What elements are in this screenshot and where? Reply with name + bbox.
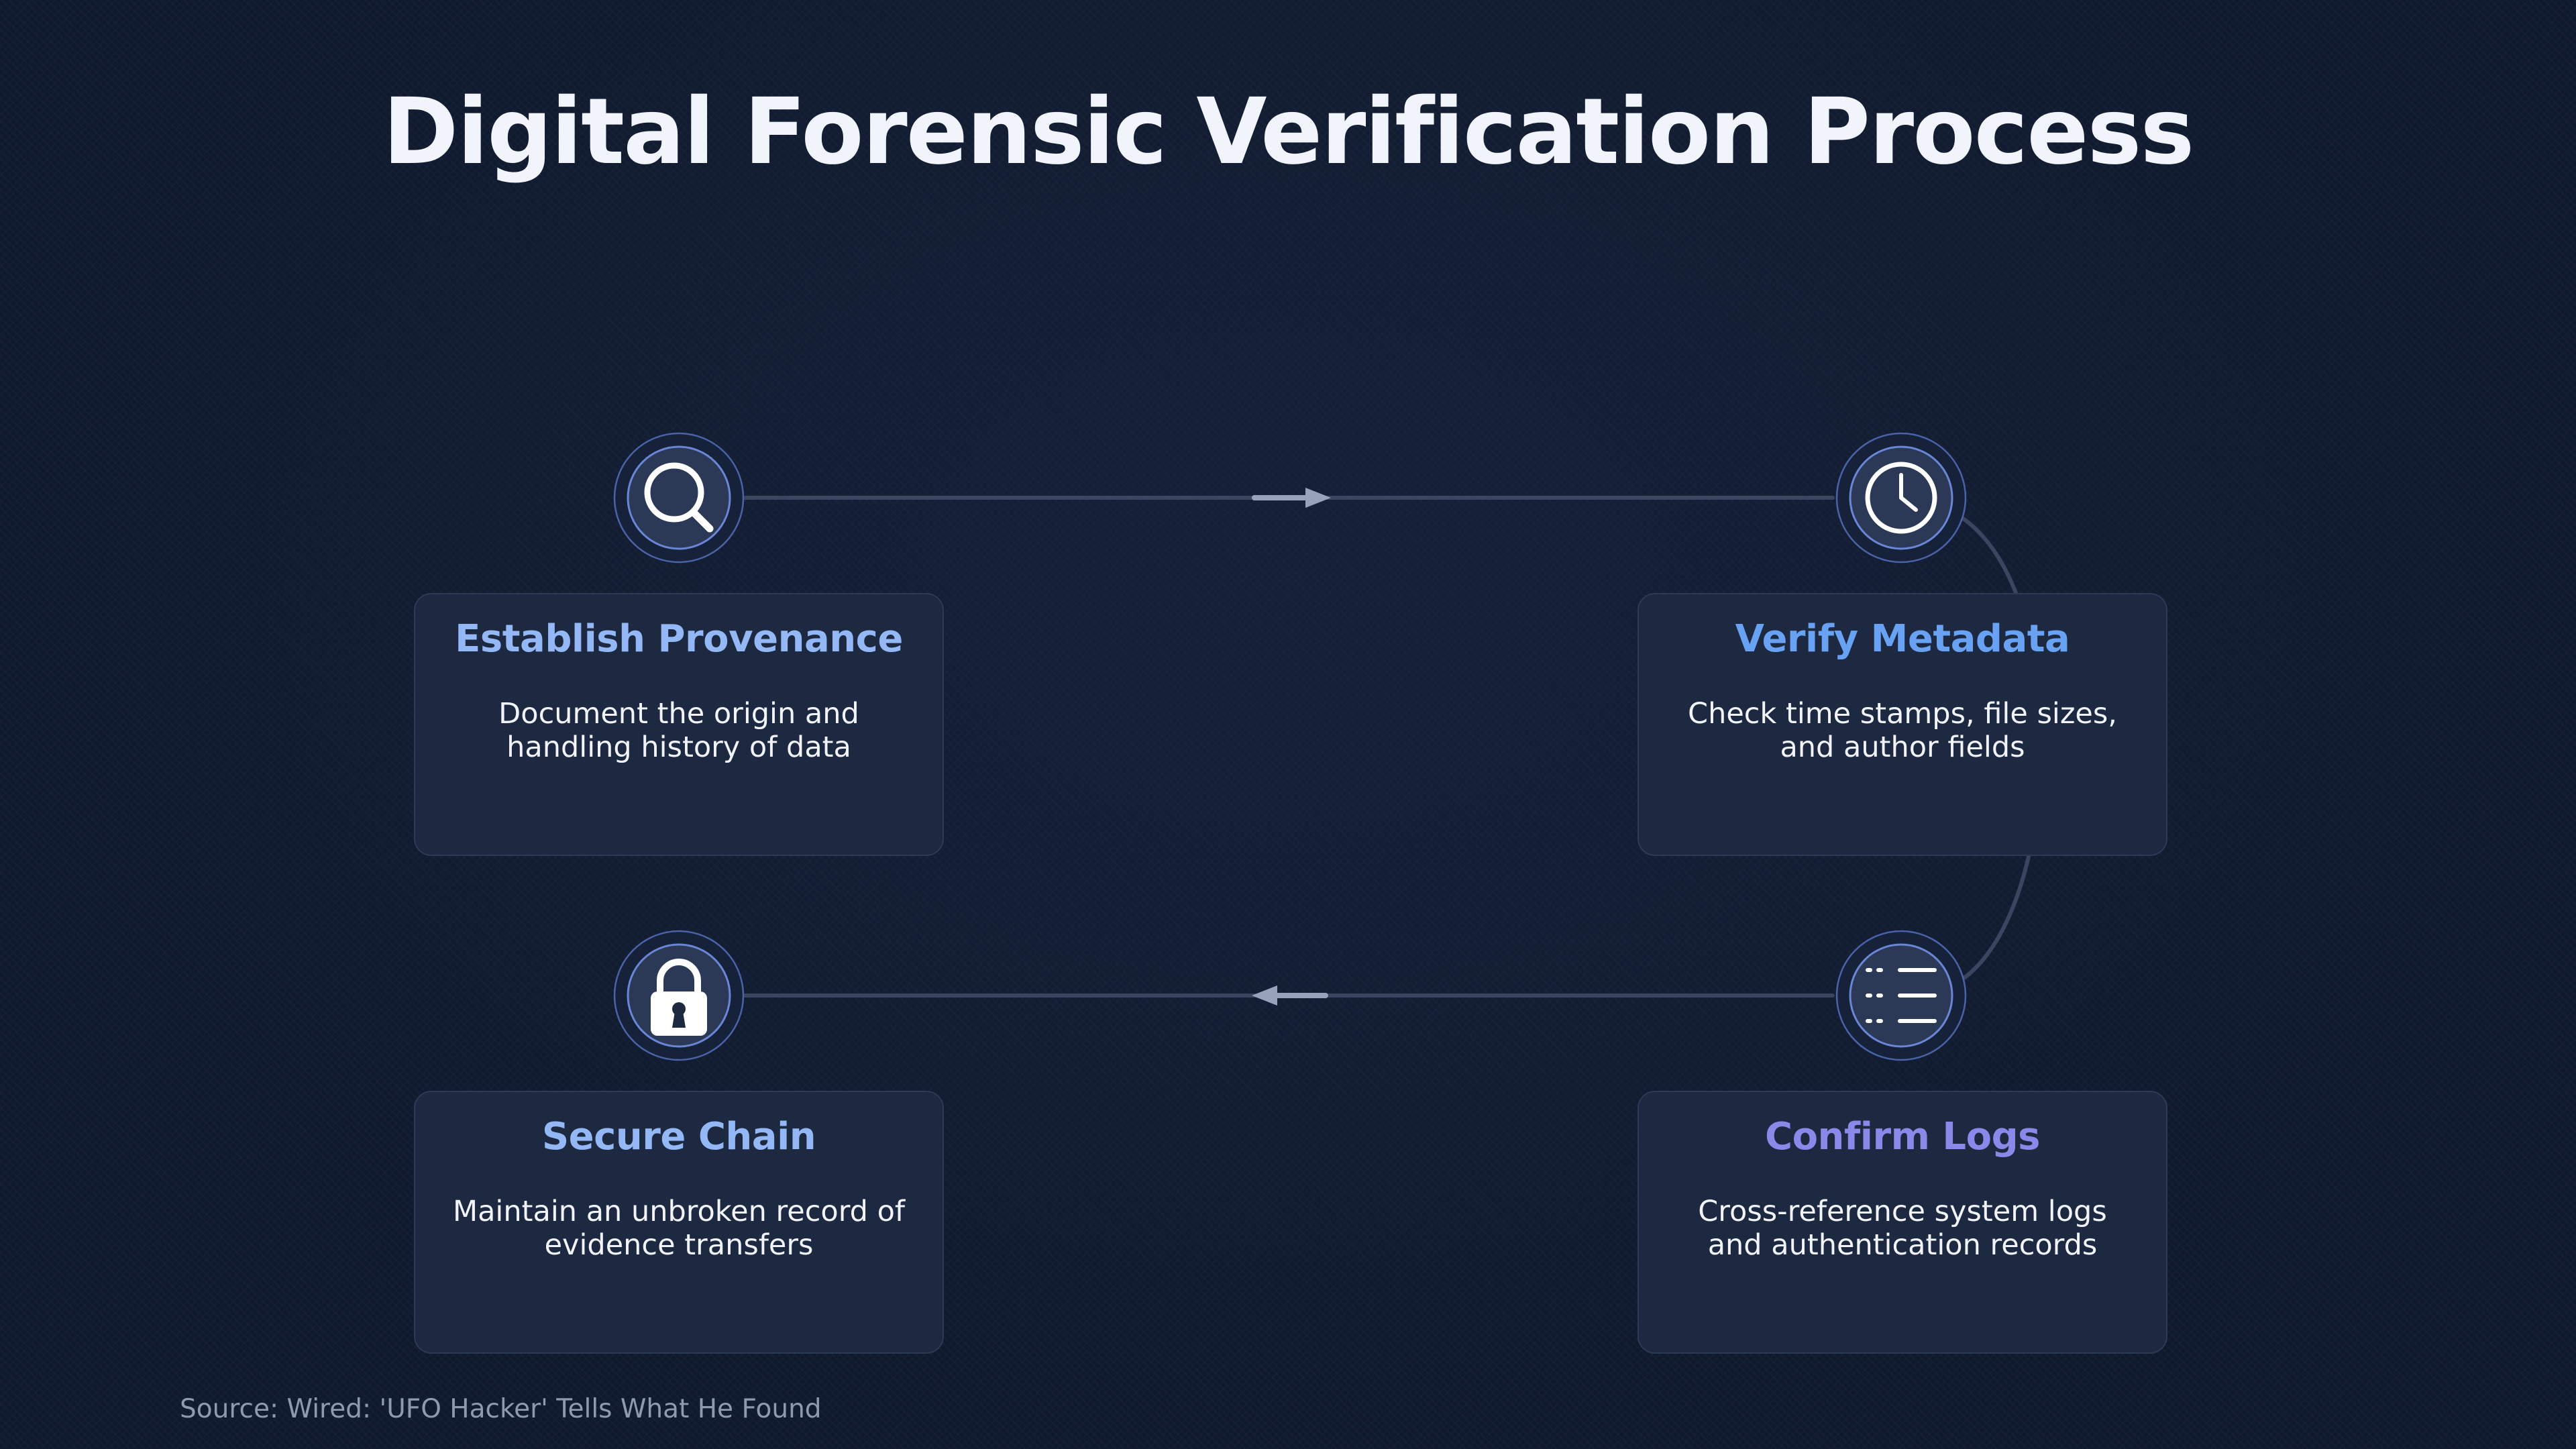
step-card-provenance: Establish Provenance Document the origin… — [414, 593, 944, 856]
step-description: Document the origin and handling history… — [498, 697, 859, 764]
list-icon — [1866, 968, 1937, 1023]
magnifier-icon — [644, 462, 714, 533]
page-title: Digital Forensic Verification Process — [382, 79, 2195, 185]
step-node-chain — [613, 930, 745, 1061]
step-title: Establish Provenance — [455, 617, 903, 661]
step-description: Check time stamps, file sizes, and autho… — [1688, 697, 2117, 764]
step-node-logs — [1835, 930, 1967, 1061]
source-note: Source: Wired: 'UFO Hacker' Tells What H… — [180, 1394, 822, 1424]
arrow-left-icon — [1252, 985, 1328, 1006]
step-title: Verify Metadata — [1735, 617, 2070, 661]
step-title: Secure Chain — [541, 1115, 816, 1159]
step-card-logs: Confirm Logs Cross-reference system logs… — [1638, 1091, 2167, 1354]
arrow-right-icon — [1252, 488, 1331, 508]
step-node-metadata — [1835, 432, 1967, 564]
step-card-metadata: Verify Metadata Check time stamps, file … — [1638, 593, 2167, 856]
clock-icon — [1865, 462, 1937, 534]
step-description: Maintain an unbroken record of evidence … — [452, 1195, 906, 1262]
step-title: Confirm Logs — [1764, 1115, 2041, 1159]
padlock-icon — [651, 959, 707, 1036]
step-node-provenance — [613, 432, 745, 564]
step-card-chain: Secure Chain Maintain an unbroken record… — [414, 1091, 944, 1354]
step-description: Cross-reference system logs and authenti… — [1698, 1195, 2107, 1262]
